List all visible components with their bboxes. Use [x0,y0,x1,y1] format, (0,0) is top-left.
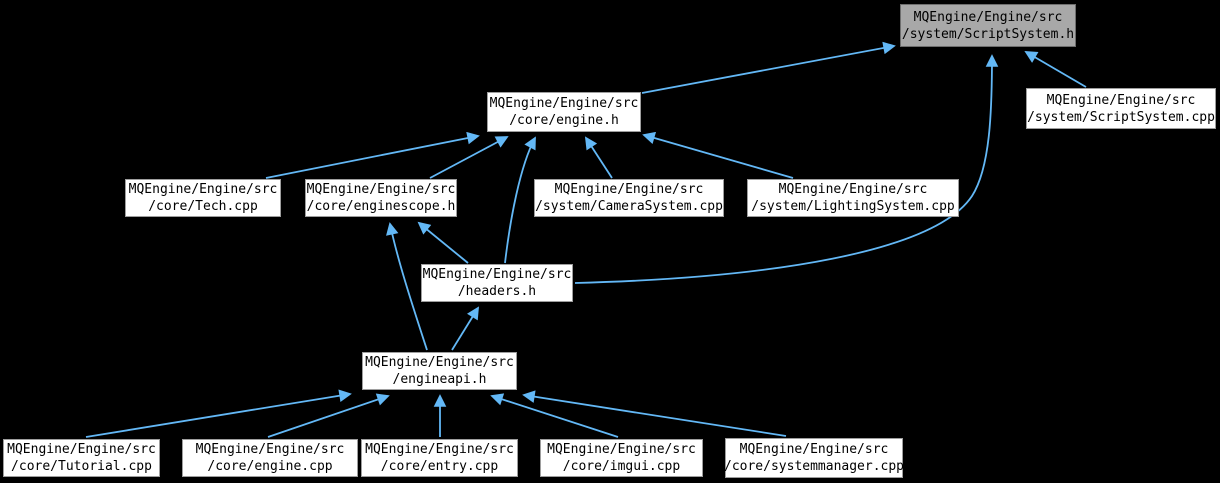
node-label-line1: MQEngine/Engine/src [306,182,456,197]
edge-engineapi-to-enginescope [386,222,428,351]
edge-enginescope-to-engineh [429,136,509,179]
edge-imgui-to-engineapi [490,393,619,438]
edge-lighting-to-engineh [642,131,794,179]
edge-camera-to-engineh [584,136,613,179]
node-label-line2: /core/engine.cpp [207,459,333,474]
node-label-line1: MQEngine/Engine/src [554,182,704,197]
node-label-line2: /system/ScriptSystem.h [901,26,1075,42]
edge-headers-to-enginescope [417,221,469,264]
edge-engineh-to-scriptsystemh [641,41,896,94]
node-headers-h[interactable]: MQEngine/Engine/src /headers.h [421,264,573,302]
node-label-line2: /core/entry.cpp [380,459,499,474]
node-label-line2: /system/ScriptSystem.cpp [1027,109,1215,125]
node-label-line1: MQEngine/Engine/src [489,96,639,111]
node-label-line1: MQEngine/Engine/src [778,182,928,197]
node-label-line1: MQEngine/Engine/src [547,442,696,457]
node-label-line2: /core/imgui.cpp [562,459,681,474]
edge-tutorial-to-engineapi [85,389,352,438]
node-label-line2: /system/CameraSystem.cpp [535,199,723,214]
node-label-line1: MQEngine/Engine/src [739,442,889,457]
node-imgui-cpp[interactable]: MQEngine/Engine/src /core/imgui.cpp [540,439,703,477]
node-enginescope-h[interactable]: MQEngine/Engine/src /core/enginescope.h [305,179,457,217]
node-lightingsystem-cpp[interactable]: MQEngine/Engine/src /system/LightingSyst… [747,179,959,217]
edge-headers-to-engineh [504,136,536,264]
node-label-line1: MQEngine/Engine/src [195,442,345,457]
edge-systemmanager-to-engineapi [522,390,787,437]
edge-engineapi-to-headers [451,306,479,351]
node-label-line2: /core/systemmanager.cpp [724,459,905,474]
node-entry-cpp[interactable]: MQEngine/Engine/src /core/entry.cpp [361,439,518,477]
node-label-line2: /headers.h [457,284,537,299]
node-label-line1: MQEngine/Engine/src [1046,92,1196,108]
node-label-line2: /core/engine.h [509,113,619,128]
node-engine-h[interactable]: MQEngine/Engine/src /core/engine.h [487,92,641,132]
node-label-line2: /core/enginescope.h [306,199,456,214]
node-label-line2: /core/Tech.cpp [148,199,258,214]
edge-enginecpp-to-engineapi [267,393,390,438]
node-engine-cpp[interactable]: MQEngine/Engine/src /core/engine.cpp [182,439,358,477]
edge-headers-to-scriptsystemh [574,54,999,284]
node-systemmanager-cpp[interactable]: MQEngine/Engine/src /core/systemmanager.… [724,438,905,478]
node-engineapi-h[interactable]: MQEngine/Engine/src /engineapi.h [362,352,517,390]
node-label-line1: MQEngine/Engine/src [422,267,572,282]
node-tech-cpp[interactable]: MQEngine/Engine/src /core/Tech.cpp [125,179,281,217]
node-camerasystem-cpp[interactable]: MQEngine/Engine/src /system/CameraSystem… [534,179,724,217]
node-label-line1: MQEngine/Engine/src [365,442,514,457]
node-scriptsystem-cpp[interactable]: MQEngine/Engine/src /system/ScriptSystem… [1026,88,1216,129]
node-tutorial-cpp[interactable]: MQEngine/Engine/src /core/Tutorial.cpp [3,439,160,477]
node-label-line2: /engineapi.h [392,372,487,387]
edge-scriptsystemcpp-to-scriptsystemh [1024,51,1087,88]
node-label-line2: /system/LightingSystem.cpp [751,199,955,214]
node-label-line1: MQEngine/Engine/src [913,9,1063,25]
node-label-line1: MQEngine/Engine/src [7,442,156,457]
node-label-line1: MQEngine/Engine/src [128,182,278,197]
node-label-line1: MQEngine/Engine/src [365,355,514,370]
node-label-line2: /core/Tutorial.cpp [11,459,152,474]
edge-tech-to-engineh [265,131,480,179]
node-scriptsystem-h[interactable]: MQEngine/Engine/src /system/ScriptSystem… [900,4,1076,47]
